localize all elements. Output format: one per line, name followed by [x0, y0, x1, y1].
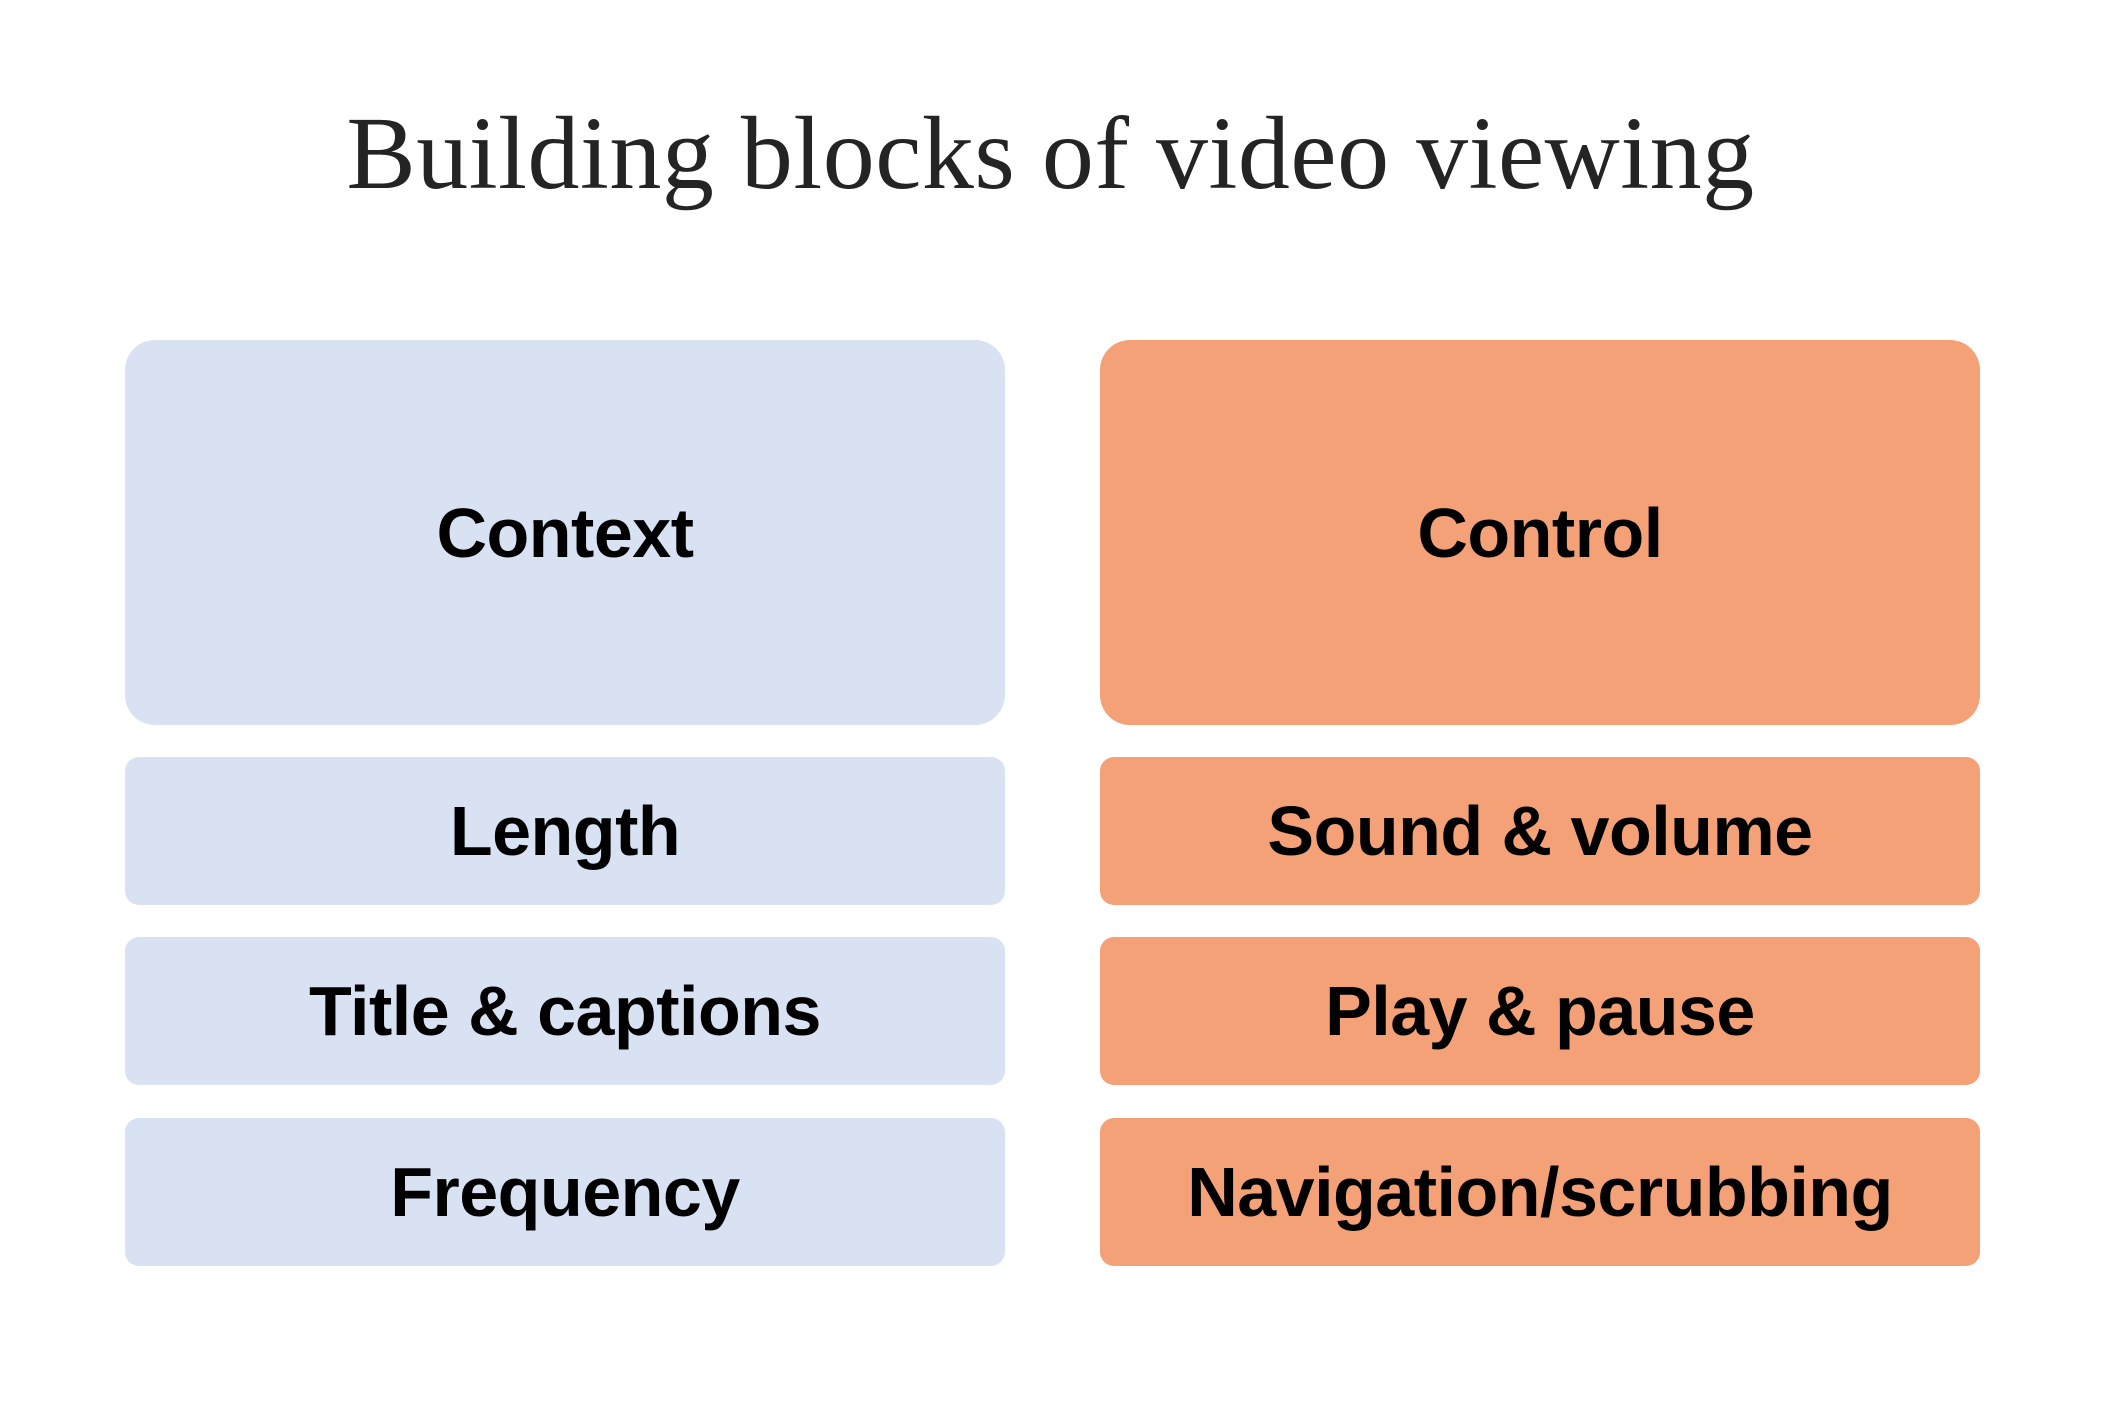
block-control-navigation-scrubbing[interactable]: Navigation/scrubbing	[1100, 1118, 1980, 1266]
block-context-title-captions[interactable]: Title & captions	[125, 937, 1005, 1085]
column-header-context-label: Context	[436, 493, 694, 572]
block-context-frequency[interactable]: Frequency	[125, 1118, 1005, 1266]
block-control-sound-volume-label: Sound & volume	[1267, 792, 1813, 870]
column-header-control-label: Control	[1417, 493, 1663, 572]
block-context-length-label: Length	[449, 792, 681, 870]
column-header-control[interactable]: Control	[1100, 340, 1980, 725]
column-header-context[interactable]: Context	[125, 340, 1005, 725]
column-control: Control Sound & volume Play & pause Navi…	[1100, 340, 1980, 1280]
block-control-sound-volume[interactable]: Sound & volume	[1100, 757, 1980, 905]
block-control-play-pause-label: Play & pause	[1325, 972, 1755, 1050]
block-control-play-pause[interactable]: Play & pause	[1100, 937, 1980, 1085]
blocks-grid: Context Length Title & captions Frequenc…	[125, 340, 1980, 1280]
page-title: Building blocks of video viewing	[346, 96, 1755, 211]
block-context-length[interactable]: Length	[125, 757, 1005, 905]
block-context-frequency-label: Frequency	[390, 1153, 740, 1231]
block-control-navigation-scrubbing-label: Navigation/scrubbing	[1187, 1153, 1893, 1231]
column-context: Context Length Title & captions Frequenc…	[125, 340, 1005, 1280]
block-context-title-captions-label: Title & captions	[309, 972, 821, 1050]
